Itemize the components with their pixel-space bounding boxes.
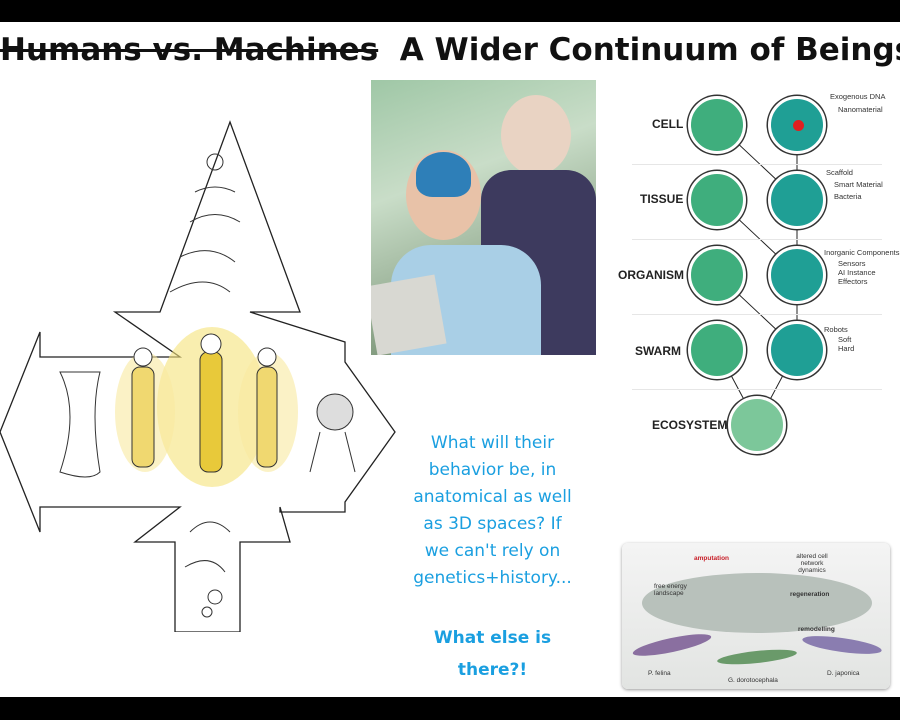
- figure-label: regeneration: [790, 591, 830, 598]
- figure-label: altered cell network dynamics: [796, 553, 828, 574]
- question-line: anatomical as well: [413, 487, 572, 507]
- worm-p-felina: [631, 629, 713, 661]
- divider: [632, 164, 882, 165]
- worm-d-japonica: [801, 632, 883, 658]
- newspaper: [371, 274, 447, 355]
- figure-label: remodelling: [798, 626, 835, 633]
- tissue-engineered-circle: [768, 171, 826, 229]
- slide-title: Humans vs. Machines A Wider Continuum of…: [0, 32, 900, 68]
- cyborg-brain: [416, 152, 471, 197]
- tissue-natural-circle: [688, 171, 746, 229]
- question-line: What will their: [430, 433, 555, 453]
- question-line: as 3D spaces? If: [423, 514, 562, 534]
- annotation: AI Instance: [838, 268, 876, 277]
- annotation: Inorganic Components: [824, 248, 900, 257]
- organism-engineered-circle: [768, 246, 826, 304]
- emphasis-line: there?!: [457, 660, 528, 680]
- divider: [632, 314, 882, 315]
- level-label: TISSUE: [640, 192, 684, 206]
- ecosystem-circle: [728, 396, 786, 454]
- emphasis-line: What else is: [433, 628, 552, 648]
- connector-lines: [716, 123, 798, 425]
- struck-title: Humans vs. Machines: [0, 32, 379, 68]
- level-label: SWARM: [635, 344, 681, 358]
- figure-label: D. japonica: [827, 670, 860, 677]
- worm-g-dorotocephala: [716, 646, 798, 668]
- organism-natural-circle: [688, 246, 746, 304]
- swarm-natural-circle: [688, 321, 746, 379]
- annotation: Soft: [838, 335, 852, 344]
- continuum-diagram: CELL TISSUE ORGANISM SWARM ECOSYSTEM Exo…: [612, 84, 900, 454]
- annotation: Scaffold: [826, 168, 853, 177]
- level-label: CELL: [652, 117, 684, 131]
- question-text: What will their behavior be, in anatomic…: [395, 430, 590, 592]
- planaria-regeneration-figure: amputation altered cell network dynamics…: [622, 543, 890, 689]
- level-label: ORGANISM: [618, 268, 684, 282]
- annotation: Robots: [824, 325, 848, 334]
- question-line: genetics+history...: [413, 568, 572, 588]
- annotation: Bacteria: [834, 192, 862, 201]
- figure-label: G. dorotocephala: [728, 677, 778, 684]
- figure-label: amputation: [694, 555, 730, 562]
- swarm-engineered-circle: [768, 321, 826, 379]
- continuum-of-beings-illustration: [0, 120, 396, 632]
- annotation: Nanomaterial: [838, 105, 883, 114]
- annotation: Exogenous DNA: [830, 92, 886, 101]
- elder-head: [501, 95, 571, 175]
- slide: Humans vs. Machines A Wider Continuum of…: [0, 22, 900, 697]
- question-line: behavior be, in: [428, 460, 557, 480]
- question-line: we can't rely on: [424, 541, 561, 561]
- level-label: ECOSYSTEM: [652, 418, 728, 432]
- annotation: Sensors: [838, 259, 866, 268]
- cell-engineered-circle: [768, 96, 826, 154]
- figure-label: P. felina: [648, 670, 671, 677]
- cell-natural-circle: [688, 96, 746, 154]
- emphasis-question: What else is there?!: [395, 622, 590, 686]
- annotation: Hard: [838, 344, 855, 353]
- figure-label: free energy landscape: [654, 583, 687, 597]
- divider: [632, 239, 882, 240]
- main-title: A Wider Continuum of Beings: [399, 32, 900, 68]
- annotation: Smart Material: [834, 180, 883, 189]
- annotation: Effectors: [838, 277, 868, 286]
- energy-landscape: [642, 573, 872, 633]
- divider: [632, 389, 882, 390]
- painting-elder-and-cyborg: [371, 80, 596, 355]
